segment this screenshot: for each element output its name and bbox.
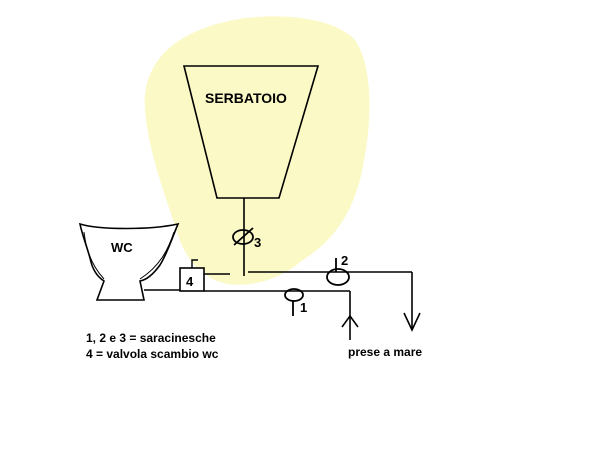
left-intake-arrow <box>341 314 359 328</box>
toilet-bowl <box>78 222 180 301</box>
valve-3: 3 <box>232 227 261 250</box>
legend-line-2: 4 = valvola scambio wc <box>86 347 219 361</box>
valve-2-symbol <box>326 268 350 286</box>
toilet-rim-shading <box>83 231 175 280</box>
right-outlet-arrow <box>403 312 421 332</box>
valve-1-symbol <box>284 288 304 302</box>
valve-2: 2 <box>326 253 350 286</box>
exchange-valve-lever <box>191 259 198 268</box>
tank-shape <box>182 65 320 199</box>
valve-3-handle <box>233 227 254 246</box>
valve-1: 1 <box>284 288 307 316</box>
sea-intakes-label: prese a mare <box>348 345 422 359</box>
valve-2-label: 2 <box>341 253 348 268</box>
exchange-valve-label: 4 <box>186 274 194 289</box>
valve-1-label: 1 <box>300 300 307 315</box>
exchange-valve-4: 4 <box>179 259 205 292</box>
legend-line-1: 1, 2 e 3 = saracinesche <box>86 331 216 345</box>
toilet-label: WC <box>111 240 133 255</box>
valve-3-symbol <box>232 229 254 245</box>
valve-3-label: 3 <box>254 235 261 250</box>
tank-label: SERBATOIO <box>205 90 287 106</box>
